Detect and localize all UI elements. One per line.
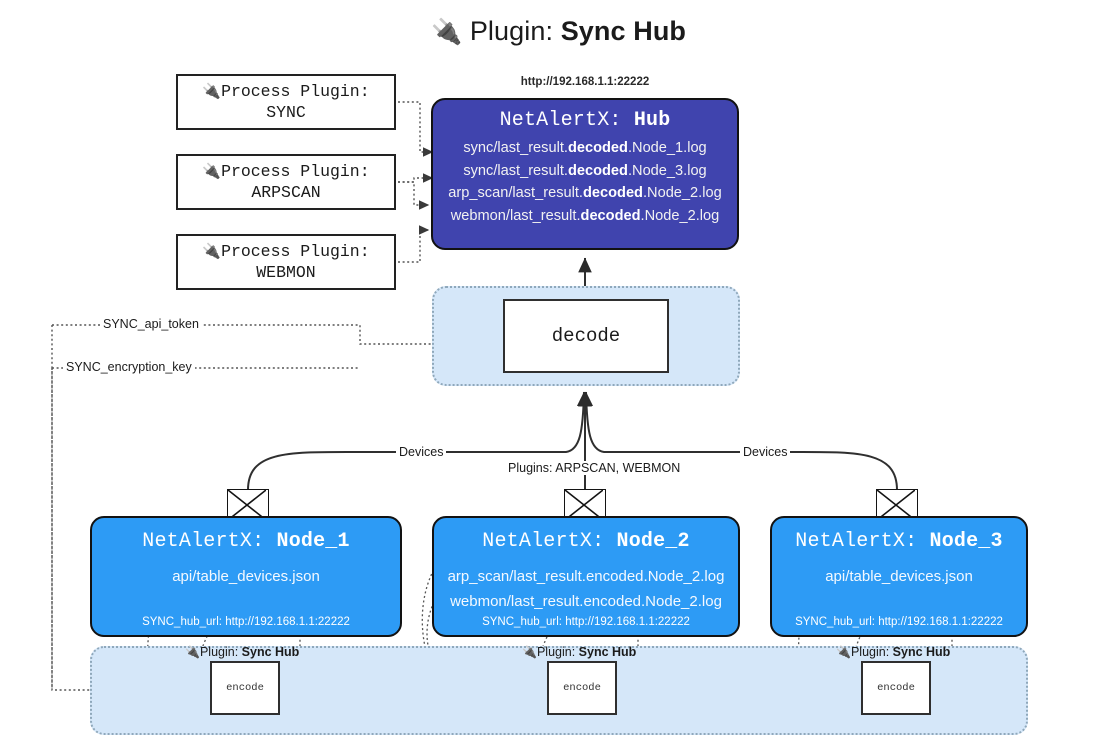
hub-log-line: sync/last_result.decoded.Node_3.log bbox=[463, 162, 707, 179]
plug-icon: 🔌 bbox=[202, 81, 222, 100]
node-1[interactable]: NetAlertX: Node_1 api/table_devices.json… bbox=[90, 516, 402, 637]
edge-label-sync-api-token: SYNC_api_token bbox=[100, 317, 202, 331]
node-2-line: arp_scan/last_result.encoded.Node_2.log bbox=[447, 568, 725, 585]
process-plugin-arpscan-line2: ARPSCAN bbox=[251, 183, 321, 202]
node-3-lines: api/table_devices.json bbox=[772, 566, 1026, 588]
node-1-title: NetAlertX: Node_1 bbox=[142, 530, 350, 553]
node-1-lines: api/table_devices.json bbox=[92, 566, 400, 588]
process-plugin-webmon-line1: 🔌Process Plugin: bbox=[202, 241, 370, 261]
hub-url-label: http://192.168.1.1:22222 bbox=[520, 76, 650, 88]
node-1-line: api/table_devices.json bbox=[172, 568, 320, 585]
hub-log-line: arp_scan/last_result.decoded.Node_2.log bbox=[448, 185, 722, 202]
hub-log-line: webmon/last_result.decoded.Node_2.log bbox=[450, 208, 720, 225]
plug-icon: 🔌 bbox=[522, 645, 537, 659]
process-plugin-webmon-line2: WEBMON bbox=[256, 263, 316, 282]
encoder-2-caption: 🔌Plugin: Sync Hub bbox=[522, 645, 637, 659]
process-plugin-sync-box[interactable]: 🔌Process Plugin: SYNC bbox=[176, 74, 396, 130]
decode-box[interactable]: decode bbox=[503, 299, 669, 373]
encode-box-1[interactable]: encode bbox=[210, 661, 280, 715]
page-title-strong: Sync Hub bbox=[560, 16, 687, 46]
node-2-title: NetAlertX: Node_2 bbox=[482, 530, 690, 553]
hub-title: NetAlertX: Hub bbox=[499, 109, 671, 132]
node-3-hub-url: SYNC_hub_url: http://192.168.1.1:22222 bbox=[795, 616, 1003, 628]
page-title: 🔌 Plugin: Sync Hub bbox=[0, 16, 1117, 47]
edge-label-plugins-center: Plugins: ARPSCAN, WEBMON bbox=[505, 461, 684, 475]
node-2-line: webmon/last_result.encoded.Node_2.log bbox=[450, 592, 722, 610]
encoder-3-caption: 🔌Plugin: Sync Hub bbox=[836, 645, 951, 659]
edge-label-sync-encryption-key: SYNC_encryption_key bbox=[63, 360, 195, 374]
hub-log-line: sync/last_result.decoded.Node_1.log bbox=[463, 140, 707, 156]
hub-node[interactable]: NetAlertX: Hub sync/last_result.decoded.… bbox=[431, 98, 739, 250]
process-plugin-arpscan-box[interactable]: 🔌Process Plugin: ARPSCAN bbox=[176, 154, 396, 210]
page-title-label: Plugin: bbox=[469, 16, 554, 46]
process-plugin-sync-line2: SYNC bbox=[266, 103, 306, 122]
plug-icon: 🔌 bbox=[202, 161, 222, 180]
process-plugin-sync-line1: 🔌Process Plugin: bbox=[202, 81, 370, 101]
node-2[interactable]: NetAlertX: Node_2 arp_scan/last_result.e… bbox=[432, 516, 740, 637]
plug-icon: 🔌 bbox=[836, 645, 851, 659]
encode-box-2[interactable]: encode bbox=[547, 661, 617, 715]
node-2-lines: arp_scan/last_result.encoded.Node_2.log … bbox=[434, 566, 738, 613]
plug-icon: 🔌 bbox=[430, 18, 463, 46]
process-plugin-webmon-box[interactable]: 🔌Process Plugin: WEBMON bbox=[176, 234, 396, 290]
encoder-1-caption: 🔌Plugin: Sync Hub bbox=[185, 645, 300, 659]
edge-label-devices-right: Devices bbox=[740, 445, 791, 459]
node-3[interactable]: NetAlertX: Node_3 api/table_devices.json… bbox=[770, 516, 1028, 637]
hub-log-lines: sync/last_result.decoded.Node_1.log sync… bbox=[433, 138, 737, 227]
node-2-hub-url: SYNC_hub_url: http://192.168.1.1:22222 bbox=[482, 616, 690, 628]
node-1-hub-url: SYNC_hub_url: http://192.168.1.1:22222 bbox=[142, 616, 350, 628]
process-plugin-arpscan-line1: 🔌Process Plugin: bbox=[202, 161, 370, 181]
plug-icon: 🔌 bbox=[202, 241, 222, 260]
encode-box-3[interactable]: encode bbox=[861, 661, 931, 715]
node-3-line: api/table_devices.json bbox=[825, 568, 973, 585]
plug-icon: 🔌 bbox=[185, 645, 200, 659]
node-3-title: NetAlertX: Node_3 bbox=[795, 530, 1003, 553]
edge-label-devices-left: Devices bbox=[396, 445, 447, 459]
